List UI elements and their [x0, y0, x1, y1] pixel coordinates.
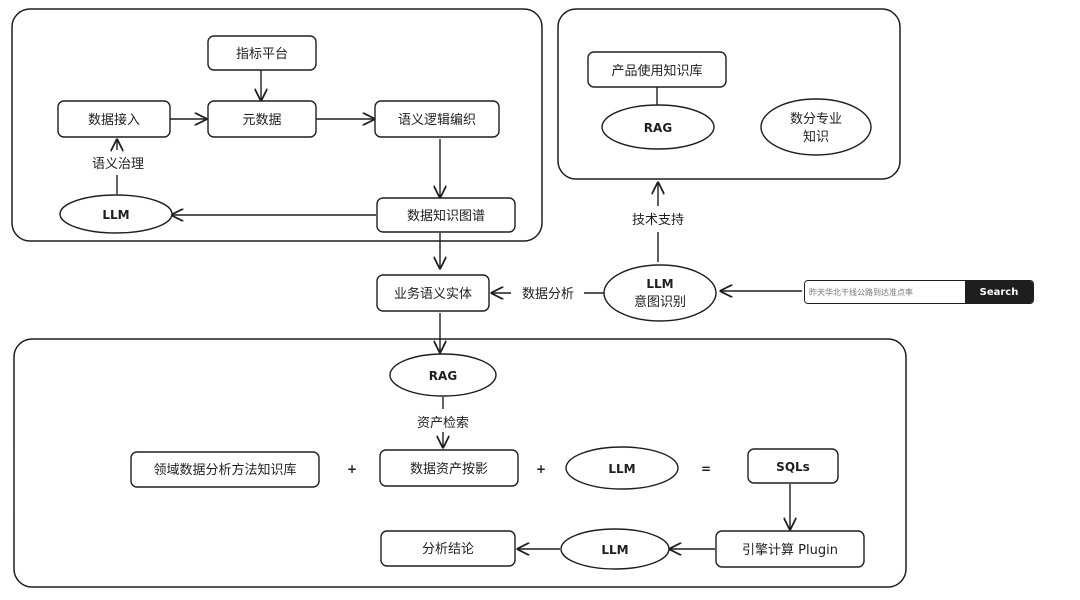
data-asset-label: 数据资产按影	[410, 462, 488, 477]
data-ingest-node	[57, 100, 171, 138]
shufen-expert-label-line2: 知识	[803, 129, 829, 145]
metadata-node	[207, 100, 317, 138]
conclusion-label: 分析结论	[422, 542, 474, 557]
connectors	[117, 70, 802, 549]
search-button[interactable]: Search	[965, 281, 1033, 303]
asset-retrieval-edge-label: 资产检索	[417, 416, 469, 431]
knowledge-graph-label: 数据知识图谱	[407, 208, 485, 224]
llm-intent-node	[603, 264, 717, 322]
tech-support-edge-label: 技术支持	[632, 213, 684, 228]
llm-governance-node	[59, 194, 173, 234]
product-kb-node	[587, 51, 727, 88]
llm-governance-label: LLM	[102, 208, 129, 222]
data-ingest-label: 数据接入	[88, 112, 140, 128]
llm-bottom-node	[560, 528, 670, 570]
product-kb-label: 产品使用知识库	[611, 63, 702, 79]
indicator-platform-label: 指标平台	[236, 47, 288, 62]
asset-retrieval-label-bg	[404, 410, 482, 432]
knowledge-graph-node	[376, 197, 516, 233]
equals-operator: =	[701, 462, 711, 476]
semantic-logic-node	[374, 100, 500, 138]
rag-top-label: RAG	[644, 121, 672, 135]
metadata-label: 元数据	[242, 113, 281, 128]
llm-mid-label: LLM	[608, 462, 635, 476]
data-asset-node	[379, 449, 519, 487]
search-bar: Search	[804, 280, 1034, 304]
analysis-execution-group	[13, 338, 907, 588]
llm-mid-node	[565, 446, 679, 490]
data-analysis-edge-label: 数据分析	[522, 287, 574, 302]
plus-operator-2: +	[536, 462, 546, 476]
tech-support-label-bg	[620, 208, 696, 230]
business-entity-node	[376, 274, 490, 312]
engine-plugin-node	[715, 530, 865, 568]
rag-bottom-node	[389, 353, 497, 397]
shufen-expert-node	[760, 98, 872, 156]
semantic-layer-group	[11, 8, 543, 242]
rag-bottom-label: RAG	[429, 369, 457, 383]
knowledge-support-group	[557, 8, 901, 180]
shufen-expert-label-line1: 数分专业	[790, 112, 842, 127]
llm-intent-label-line2: 意图识别	[634, 294, 686, 310]
plus-operator-1: +	[347, 462, 357, 476]
llm-intent-label-line1: LLM	[646, 277, 673, 291]
sqls-node	[747, 448, 839, 484]
search-input[interactable]	[805, 281, 965, 303]
domain-kb-label: 领域数据分析方法知识库	[153, 462, 296, 478]
sqls-label: SQLs	[776, 460, 810, 474]
semantic-logic-label: 语义逻辑编织	[398, 113, 476, 128]
business-entity-label: 业务语义实体	[394, 286, 472, 302]
conclusion-node	[380, 530, 516, 567]
governance-label-bg	[80, 152, 158, 174]
indicator-platform-node	[207, 35, 317, 71]
llm-bottom-label: LLM	[601, 543, 628, 557]
governance-edge-label: 语义治理	[92, 157, 144, 172]
domain-kb-node	[130, 451, 320, 488]
rag-top-node	[601, 104, 715, 150]
engine-plugin-label: 引擎计算 Plugin	[742, 543, 838, 558]
